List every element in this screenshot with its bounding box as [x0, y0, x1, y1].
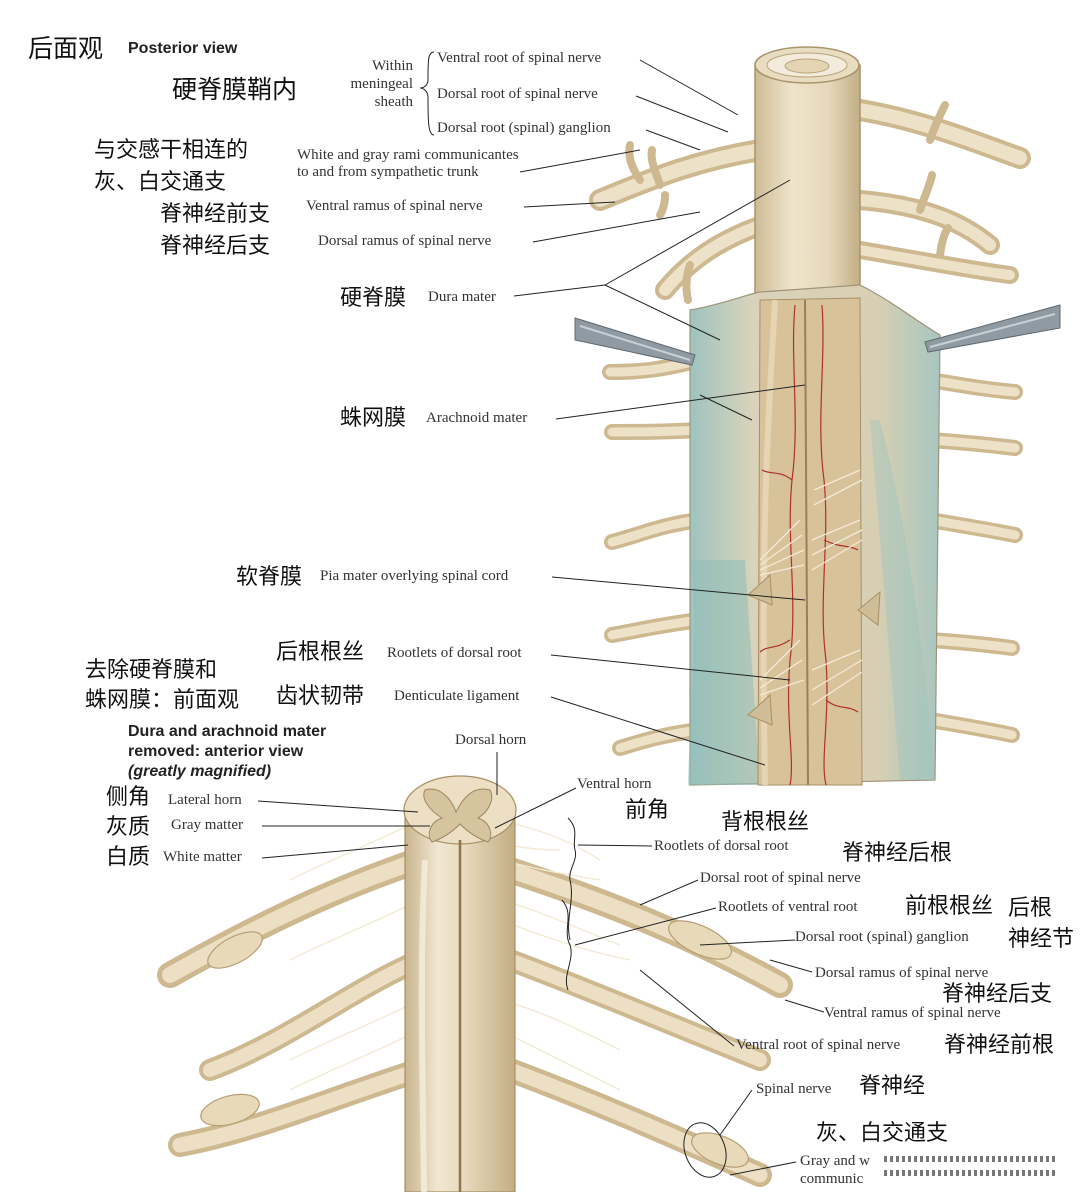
label-rootlets-dorsal-lower-en: Rootlets of dorsal root: [654, 838, 789, 854]
label-rami-lower-en-2: communic: [800, 1171, 864, 1187]
denticulate-ligaments: [747, 573, 881, 726]
watermark-overlay: [880, 1150, 1060, 1190]
label-sheath-cn: 硬脊膜鞘内: [172, 75, 298, 104]
label-dura-cn: 硬脊膜: [340, 286, 407, 311]
label-white-matter-en: White matter: [163, 849, 242, 865]
label-sheath-en-2: meningeal: [350, 76, 413, 92]
dorsal-root-ganglion: [668, 920, 732, 960]
label-lateral-horn-en: Lateral horn: [168, 792, 242, 808]
label-pia-en: Pia mater overlying spinal cord: [320, 568, 509, 584]
label-rami-cn-2: 灰、白交通支: [94, 170, 227, 195]
label-ventral-root: Ventral root of spinal nerve: [437, 50, 602, 66]
title-en: Posterior view: [128, 40, 238, 57]
label-dorsal-horn: Dorsal horn: [455, 732, 527, 748]
label-dorsal-ganglion: Dorsal root (spinal) ganglion: [437, 120, 611, 136]
label-dorsal-ramus-cn: 脊神经后支: [160, 234, 271, 259]
label-rami-lower-en-1: Gray and w: [800, 1153, 870, 1169]
label-gray-matter-cn: 灰质: [106, 815, 151, 840]
label-rootlets-dorsal-cn: 后根根丝: [276, 640, 365, 665]
retractor-left: [574, 317, 696, 366]
label-arachnoid-cn: 蛛网膜: [340, 406, 407, 431]
label-ganglion-cn-2: 神经节: [1008, 927, 1075, 952]
label-white-matter-cn: 白质: [106, 845, 151, 870]
label-dorsal-ramus-lower-cn: 脊神经后支: [942, 982, 1053, 1007]
label-ventral-horn-en: Ventral horn: [577, 776, 652, 792]
label-dura-en: Dura mater: [428, 289, 496, 305]
label-gray-matter-en: Gray matter: [171, 817, 244, 833]
label-ventral-ramus-lower-en: Ventral ramus of spinal nerve: [824, 1005, 1001, 1021]
label-ventral-root-lower-en: Ventral root of spinal nerve: [736, 1037, 901, 1053]
label-ganglion-lower-en: Dorsal root (spinal) ganglion: [795, 929, 969, 945]
label-sheath-en-3: sheath: [374, 94, 413, 110]
label-ventral-ramus-cn: 脊神经前支: [160, 202, 271, 227]
label-denticulate-cn: 齿状韧带: [276, 684, 365, 709]
label-rootlets-ventral-en: Rootlets of ventral root: [718, 899, 858, 915]
label-dorsal-ramus-lower-en: Dorsal ramus of spinal nerve: [815, 965, 989, 981]
caption-en-3: (greatly magnified): [128, 763, 272, 780]
label-rami-cn-1: 与交感干相连的: [94, 138, 249, 163]
label-arachnoid-en: Arachnoid mater: [426, 410, 528, 426]
label-rami-lower-cn: 灰、白交通支: [816, 1121, 949, 1146]
caption-cn-1: 去除硬脊膜和: [85, 658, 218, 683]
upper-rootlet-fans: [759, 469, 863, 706]
label-ganglion-cn-1: 后根: [1008, 896, 1053, 921]
spinal-cord-upper: [757, 297, 863, 786]
label-sheath-en-1: Within: [371, 58, 413, 74]
caption-en-1: Dura and arachnoid mater: [128, 723, 327, 740]
gray-matter-butterfly: [423, 788, 493, 843]
leader-lines: [257, 51, 825, 1178]
label-denticulate-en: Denticulate ligament: [394, 688, 520, 704]
lower-illustration: [157, 775, 793, 1192]
label-rootlets-ventral-cn: 前根根丝: [905, 894, 994, 919]
label-spinal-nerve-cn: 脊神经: [859, 1074, 926, 1099]
label-ventral-root-lower-cn: 脊神经前根: [944, 1033, 1055, 1058]
label-dorsal-root: Dorsal root of spinal nerve: [437, 86, 598, 102]
label-dorsal-ramus-en: Dorsal ramus of spinal nerve: [318, 233, 492, 249]
label-pia-cn: 软脊膜: [236, 565, 303, 590]
label-lateral-horn-cn: 侧角: [106, 785, 151, 810]
upper-illustration: [574, 46, 1061, 786]
retractor-right: [924, 304, 1061, 353]
label-ventral-ramus-en: Ventral ramus of spinal nerve: [306, 198, 483, 214]
caption-cn-2: 蛛网膜：前面观: [85, 688, 240, 713]
label-dorsal-root-lower-en: Dorsal root of spinal nerve: [700, 870, 861, 886]
label-rootlets-dorsal-en: Rootlets of dorsal root: [387, 645, 522, 661]
title-cn: 后面观: [28, 34, 104, 63]
label-rami-en-2: to and from sympathetic trunk: [297, 164, 479, 180]
dura-sheath: [754, 64, 861, 301]
label-ventral-horn-cn: 前角: [625, 798, 670, 823]
caption-en-2: removed: anterior view: [128, 743, 304, 760]
label-rootlets-dorsal-lower-cn: 背根根丝: [721, 810, 810, 835]
label-rami-en-1: White and gray rami communicantes: [297, 147, 519, 163]
label-spinal-nerve-en: Spinal nerve: [756, 1081, 832, 1097]
label-dorsal-root-lower-cn: 脊神经后根: [842, 841, 953, 866]
